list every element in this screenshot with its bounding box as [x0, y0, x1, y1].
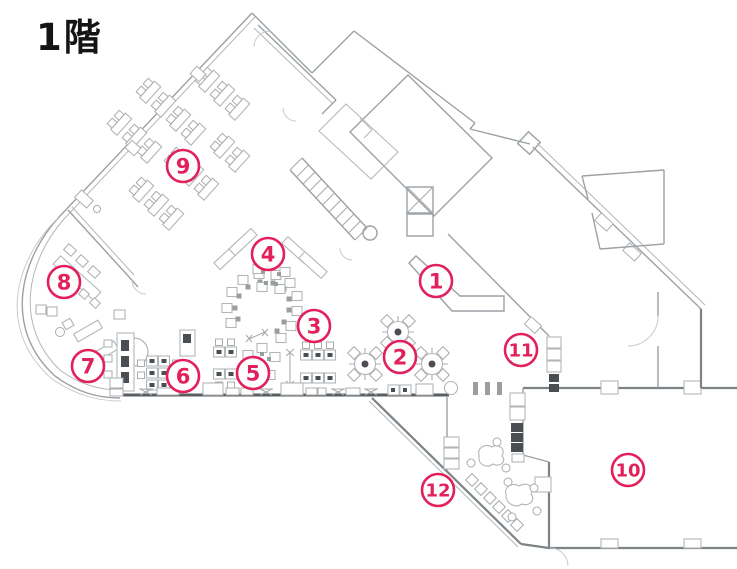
area-marker-5: 5	[235, 355, 271, 391]
area-marker-8: 8	[46, 264, 82, 300]
elevator	[406, 186, 434, 237]
area-marker-4: 4	[250, 236, 286, 272]
furniture-office-9	[73, 65, 251, 231]
svg-text:5: 5	[246, 362, 261, 386]
area-marker-2: 2	[382, 339, 418, 375]
floor-title: 1階	[36, 16, 103, 59]
area-marker-10: 10	[610, 452, 646, 488]
area-marker-9: 9	[165, 148, 201, 184]
svg-text:3: 3	[307, 315, 322, 339]
area-marker-6: 6	[165, 358, 201, 394]
area-marker-12: 12	[420, 472, 456, 508]
area-marker-1: 1	[418, 263, 454, 299]
svg-text:1: 1	[429, 270, 444, 294]
furniture-terrace-12	[443, 436, 542, 532]
svg-text:2: 2	[393, 346, 408, 370]
svg-text:12: 12	[425, 480, 450, 501]
svg-text:8: 8	[57, 271, 72, 295]
furniture-lounge-8-7	[35, 242, 149, 392]
walls-center	[67, 24, 493, 295]
furniture-counter-row	[109, 377, 434, 397]
svg-text:4: 4	[261, 243, 276, 267]
walls-outer	[16, 12, 550, 550]
svg-text:7: 7	[81, 355, 96, 379]
area-marker-11: 11	[503, 332, 539, 368]
walls-right-wing	[447, 130, 706, 388]
area-marker-3: 3	[296, 308, 332, 344]
svg-text:9: 9	[176, 155, 191, 179]
svg-text:6: 6	[176, 365, 191, 389]
stairs	[289, 157, 378, 241]
furniture-hall	[137, 227, 562, 463]
area-marker-7: 7	[70, 348, 106, 384]
svg-text:10: 10	[615, 460, 640, 481]
svg-text:11: 11	[508, 340, 533, 361]
